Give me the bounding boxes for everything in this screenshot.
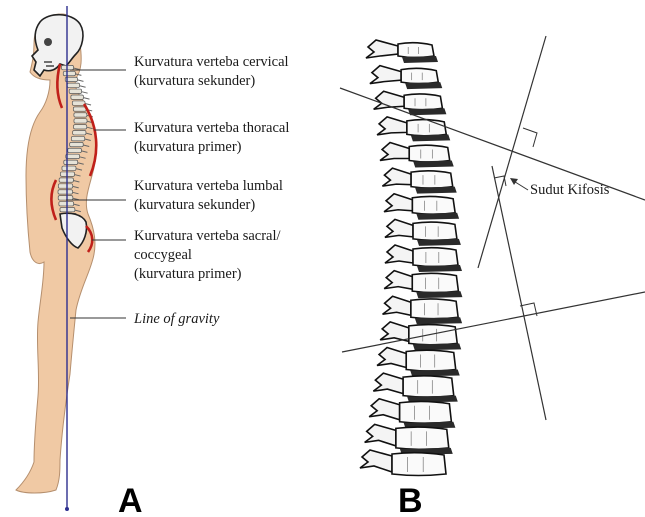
- label-sacral: Kurvatura verteba sacral/ coccygeal (kur…: [134, 228, 284, 282]
- vertebra-process-a: [83, 98, 89, 100]
- vertebra-a: [69, 89, 81, 93]
- right-angle-marker-upper: [523, 128, 537, 147]
- intervertebral-disc-b: [413, 343, 461, 350]
- panel-letter-a: A: [118, 482, 143, 517]
- vertebral-body-b: [409, 325, 457, 345]
- spinous-process-b: [366, 40, 398, 58]
- vertebral-column-b: [360, 40, 462, 476]
- label-sudut-kifosis: Sudut Kifosis: [530, 182, 610, 198]
- intervertebral-disc-b: [415, 187, 457, 194]
- vertebra-a: [59, 202, 74, 206]
- vertebral-body-b: [413, 222, 457, 240]
- vertebra-process-a: [80, 86, 86, 88]
- spinous-process-b: [377, 117, 407, 135]
- vertebral-body-b: [407, 120, 446, 136]
- label-cervical: Kurvatura verteba cervical (kurvatura se…: [134, 54, 292, 89]
- spinous-process-b: [380, 143, 409, 161]
- panel-a: Kurvatura verteba cervical (kurvatura se…: [16, 6, 293, 517]
- spinous-process-b: [383, 296, 411, 315]
- upper-perpendicular-line: [478, 36, 546, 268]
- vertebra-a: [73, 107, 86, 111]
- vertebra-a: [74, 119, 87, 123]
- intervertebral-disc-b: [411, 134, 450, 141]
- vertebra-a: [71, 136, 84, 140]
- spinous-process-b: [385, 245, 413, 263]
- vertebra-a: [58, 184, 72, 188]
- vertebra-a: [73, 131, 86, 135]
- spinous-process-b: [384, 194, 412, 212]
- intervertebral-disc-b: [405, 82, 442, 89]
- intervertebral-disc-b: [408, 108, 446, 115]
- vertebra-a: [71, 95, 84, 99]
- spinous-process-b: [360, 450, 392, 472]
- panel-letter-b: B: [398, 482, 423, 517]
- lower-perpendicular-line: [492, 166, 546, 420]
- vertebral-body-b: [412, 273, 458, 292]
- spinous-process-b: [373, 373, 403, 394]
- label-lumbal: Kurvatura verteba lumbal (kurvatura seku…: [134, 178, 287, 213]
- vertebral-body-b: [406, 350, 456, 371]
- vertebral-body-b: [401, 68, 438, 83]
- vertebra-a: [58, 196, 73, 200]
- vertebral-body-b: [398, 43, 434, 58]
- intervertebral-disc-b: [416, 213, 459, 220]
- vertebra-a: [62, 166, 76, 170]
- spinous-process-b: [382, 168, 411, 186]
- intervertebral-disc-b: [402, 56, 438, 63]
- vertebral-body-b: [404, 94, 442, 110]
- vertebra-a: [74, 113, 87, 117]
- vertebra-a: [70, 142, 84, 146]
- vertebra-a: [58, 190, 73, 194]
- vertebra-process-a: [82, 92, 88, 94]
- vertebra-a: [67, 83, 79, 87]
- eye-socket: [44, 38, 52, 46]
- vertebral-body-b: [403, 376, 454, 397]
- vertebra-a: [66, 154, 80, 158]
- intervertebral-disc-b: [417, 239, 461, 246]
- vertebral-body-b: [412, 196, 455, 214]
- spinous-process-b: [380, 322, 409, 342]
- intervertebral-disc-b: [417, 265, 462, 272]
- panel-b: Sudut Kifosis B: [340, 36, 645, 517]
- label-line-of-gravity: Line of gravity: [133, 311, 220, 327]
- spinous-process-b: [385, 219, 413, 237]
- intervertebral-disc-b: [416, 291, 462, 298]
- vertebral-body-b: [396, 427, 449, 449]
- spinous-process-b: [384, 271, 412, 290]
- vertebra-a: [64, 160, 78, 164]
- vertebra-process-a: [77, 80, 83, 82]
- vertebra-a: [68, 148, 82, 152]
- vertebral-body-b: [411, 171, 453, 188]
- vertebra-a: [59, 178, 73, 182]
- intervertebral-disc-b: [415, 317, 462, 324]
- vertebral-body-b: [392, 453, 446, 476]
- arrow-head: [510, 178, 518, 185]
- vertebra-a: [74, 125, 87, 129]
- label-thoracal: Kurvatura verteba thoracal (kurvatura pr…: [134, 120, 293, 155]
- vertebra-a: [63, 71, 75, 75]
- spinous-process-b: [377, 348, 406, 368]
- vertebral-body-b: [411, 299, 458, 319]
- vertebral-body-b: [413, 248, 458, 267]
- vertebral-body-b: [400, 401, 452, 423]
- spinous-process-b: [369, 399, 399, 420]
- spinous-process-b: [370, 66, 401, 84]
- intervertebral-disc-b: [413, 161, 454, 168]
- spinous-process-b: [365, 424, 396, 446]
- line-of-gravity-end: [65, 507, 69, 511]
- vertebral-body-b: [409, 145, 450, 162]
